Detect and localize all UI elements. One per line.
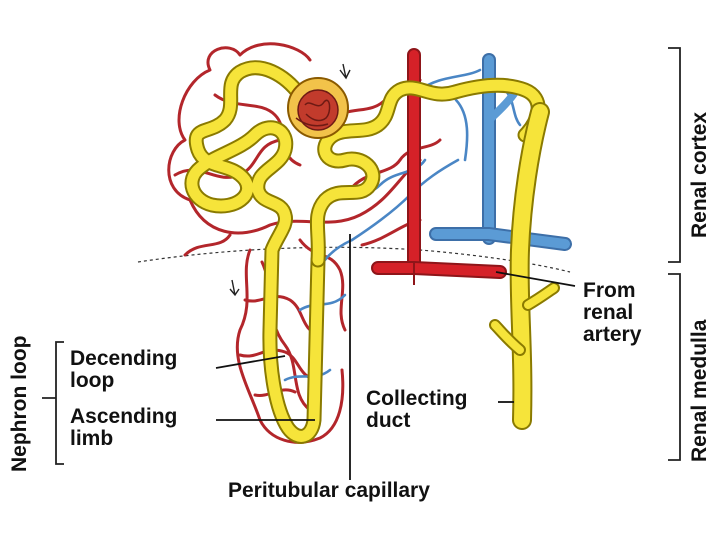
bracket-renal-cortex [668,47,681,263]
label-renal-medulla: Renal medulla [688,319,711,462]
label-ascending-limb: Ascending limb [70,405,178,450]
bracket-nephron-loop [42,341,64,465]
label-descending-loop: Decending loop [70,347,178,392]
label-renal-cortex: Renal cortex [688,111,711,238]
region-brackets [42,47,681,465]
label-nephron-loop: Nephron loop [8,335,31,472]
bracket-renal-medulla [668,273,681,461]
label-peritubular-capillary: Peritubular capillary [228,479,430,502]
glomerulus [287,77,349,139]
label-from-renal-artery: From renal artery [583,279,642,346]
flow-arrow [339,63,351,80]
nephron-tubule [184,60,560,444]
leader-lines [215,234,576,480]
leader-renal-artery [495,271,576,287]
label-collecting-duct: Collecting duct [366,387,468,432]
flow-arrow [229,279,240,297]
leader-descending-loop [215,355,286,369]
